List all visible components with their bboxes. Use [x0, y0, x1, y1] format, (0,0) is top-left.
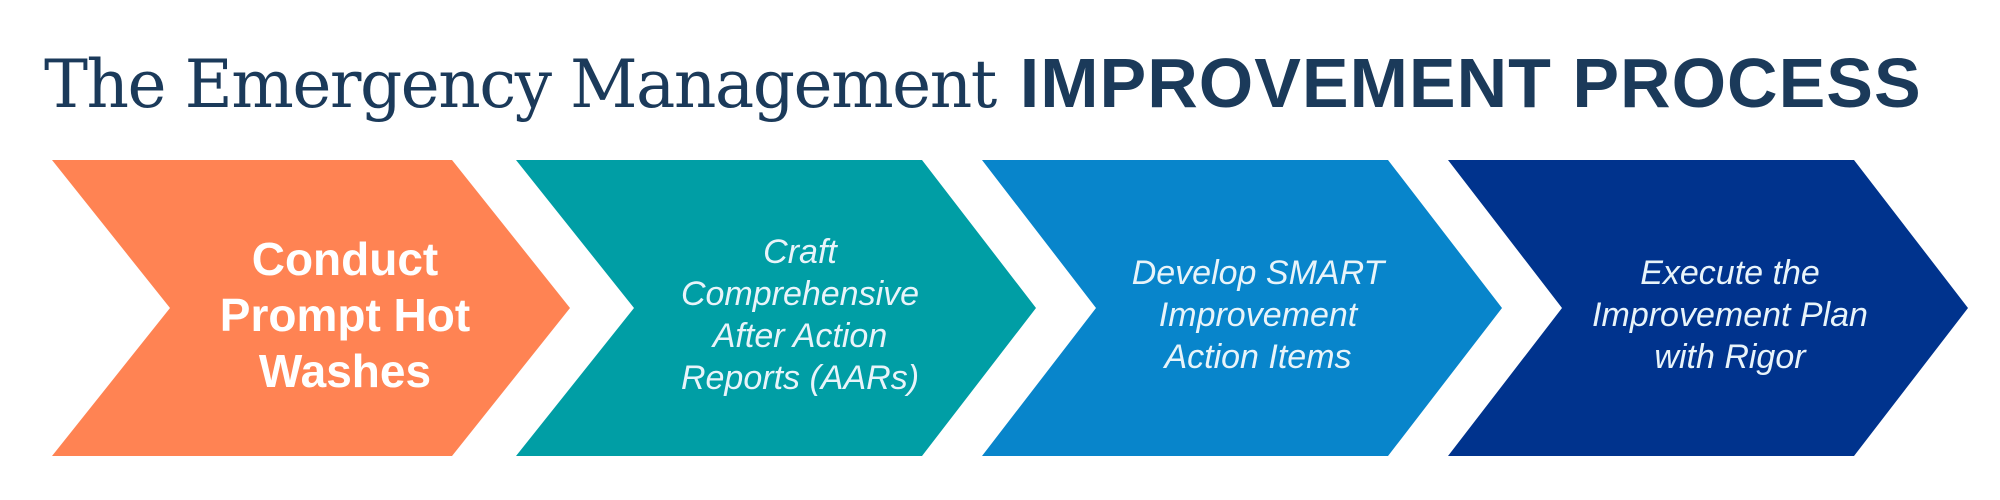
step-3-label: Develop SMART Improvement Action Items	[1131, 254, 1385, 376]
step-1-chevron	[52, 160, 570, 456]
step-4-label-box: Execute the Improvement Plan with Rigor	[1580, 190, 1880, 440]
step-4-label: Execute the Improvement Plan with Rigor	[1592, 254, 1868, 376]
step-2-chevron	[516, 160, 1036, 456]
step-2-label: Craft Comprehensive After Action Reports…	[680, 233, 920, 397]
step-4-chevron	[1448, 160, 1968, 456]
title-prefix: The Emergency Management	[44, 46, 997, 123]
page-title: The Emergency Management IMPROVEMENT PROC…	[44, 38, 1922, 128]
title-emphasis: IMPROVEMENT PROCESS	[1019, 44, 1922, 122]
step-2-label-box: Craft Comprehensive After Action Reports…	[650, 190, 950, 440]
step-3-label-box: Develop SMART Improvement Action Items	[1108, 190, 1408, 440]
step-3-chevron	[982, 160, 1502, 456]
step-1-label-box: Conduct Prompt Hot Washes	[200, 190, 490, 440]
step-1-label: Conduct Prompt Hot Washes	[219, 233, 471, 397]
